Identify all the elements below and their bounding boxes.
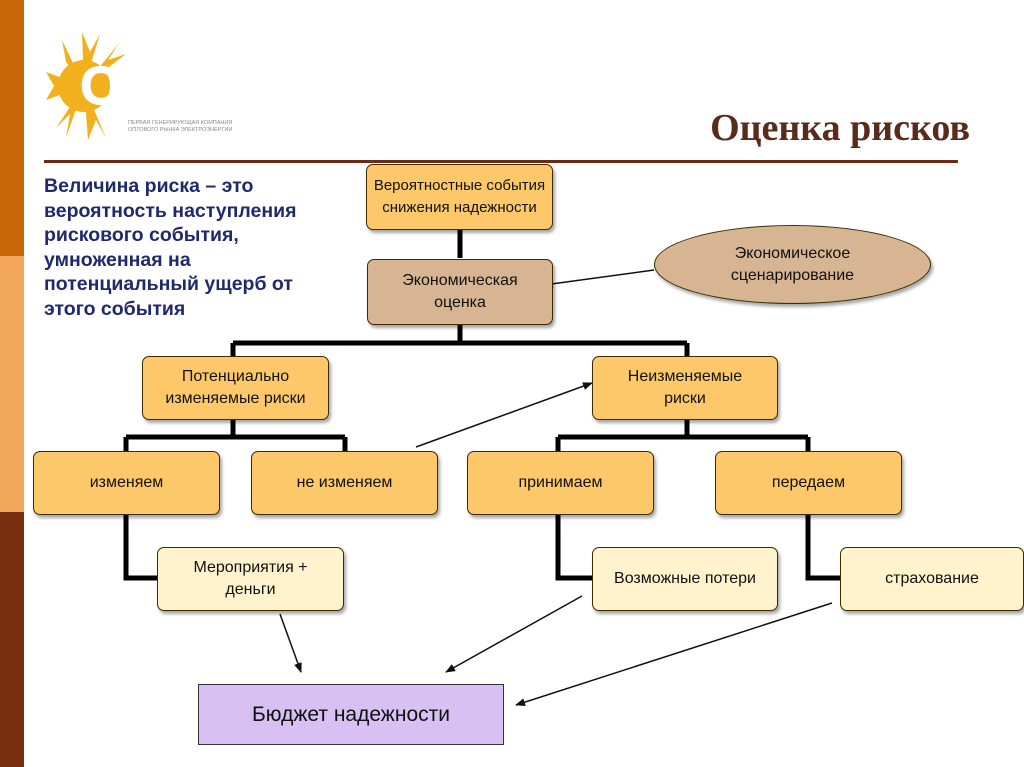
node-unchangeable-risks-label: Неизменяемые риски <box>627 368 743 407</box>
node-measures-money-label: Мероприятия + деньги <box>193 559 308 598</box>
node-transfer: передаем <box>715 451 902 515</box>
node-accept-label: принимаем <box>518 474 603 491</box>
node-reliability-budget-label: Бюджет надежности <box>252 702 450 726</box>
connector-transfer-to-insurance <box>805 515 840 581</box>
node-economic-evaluation-label: Экономическая оценка <box>402 272 518 311</box>
arrow-measures-to-budget <box>279 613 302 673</box>
node-not-change-label: не изменяем <box>296 474 393 491</box>
page-title: Оценка рисков <box>710 107 970 149</box>
node-possible-losses-label: Возможные потери <box>614 570 756 587</box>
node-changeable-risks-label: Потенциально изменяемые риски <box>165 368 306 407</box>
sidebar-segment-middle <box>0 256 24 512</box>
arrow-insurance-to-budget <box>515 602 833 707</box>
node-change: изменяем <box>33 451 220 515</box>
logo-tagline-2: ОПТОВОГО РЫНКА ЭЛЕКТРОЭНЕРГИИ <box>128 127 232 133</box>
company-logo: ОГК-1 ПЕРВАЯ ГЕНЕРИРУЮЩАЯ КОМПАНИЯ ОПТОВ… <box>46 32 234 140</box>
logo-wordmark: ОГК-1 <box>80 56 234 116</box>
arrow-scenario-to-eval <box>543 269 655 288</box>
risk-definition: Величина риска – это вероятность наступл… <box>44 175 297 320</box>
node-probabilistic-events: Вероятностные события снижения надежност… <box>366 164 553 230</box>
sidebar-segment-bottom <box>0 512 24 767</box>
node-economic-scenario-label: Экономическое сценарирование <box>730 244 855 284</box>
node-transfer-label: передаем <box>771 474 846 491</box>
title-underline <box>44 160 958 163</box>
connector-change-to-measures <box>123 515 157 581</box>
node-probabilistic-events-label: Вероятностные события снижения надежност… <box>373 177 546 216</box>
node-economic-evaluation: Экономическая оценка <box>367 259 553 325</box>
node-insurance: страхование <box>840 547 1024 611</box>
node-reliability-budget: Бюджет надежности <box>198 684 504 745</box>
node-unchangeable-risks: Неизменяемые риски <box>592 356 778 420</box>
connector-accept-to-losses <box>555 515 592 581</box>
logo-tagline-1: ПЕРВАЯ ГЕНЕРИРУЮЩАЯ КОМПАНИЯ <box>128 120 232 126</box>
node-not-change: не изменяем <box>251 451 438 515</box>
node-accept: принимаем <box>467 451 654 515</box>
node-insurance-label: страхование <box>885 570 979 587</box>
arrow-losses-to-budget <box>445 595 583 673</box>
sidebar-segment-top <box>0 0 24 256</box>
node-measures-money: Мероприятия + деньги <box>157 547 344 611</box>
sun-icon <box>46 32 126 140</box>
arrow-not-change-to-unchangeable <box>415 382 593 448</box>
node-economic-scenario: Экономическое сценарирование <box>654 225 931 304</box>
sidebar-stripe <box>0 0 24 767</box>
node-possible-losses: Возможные потери <box>592 547 778 611</box>
node-changeable-risks: Потенциально изменяемые риски <box>142 356 329 420</box>
node-change-label: изменяем <box>89 474 164 491</box>
